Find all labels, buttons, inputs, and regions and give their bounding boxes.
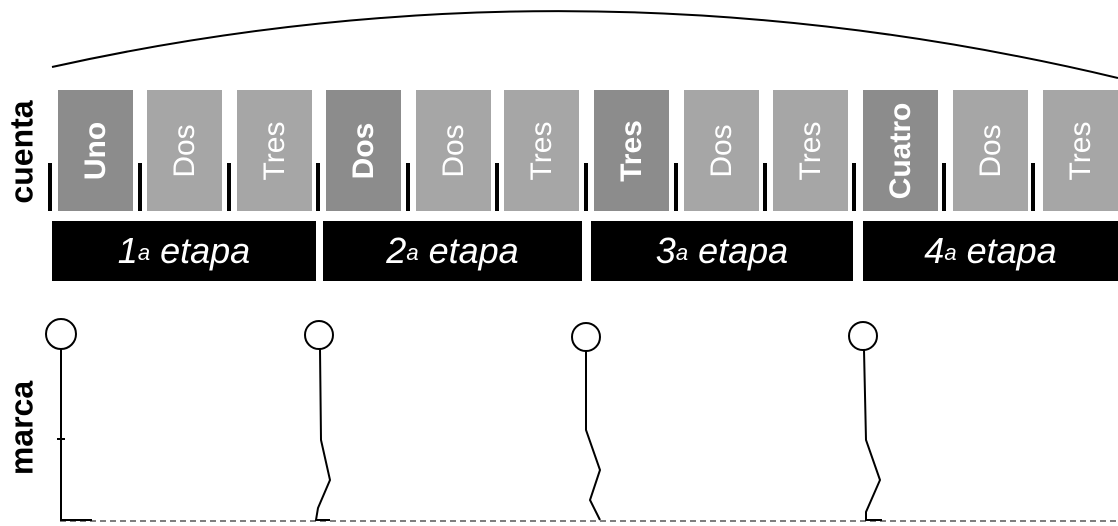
stage-word: etapa [428,230,519,271]
count-box-3: Tres [237,90,312,211]
count-text: Dos [436,123,470,178]
count-box-8: Dos [684,90,759,211]
beat-tick [852,163,856,211]
count-text: Dos [704,123,738,178]
count-box-11: Dos [953,90,1028,211]
count-text: Dos [167,123,201,178]
count-label: cuenta [3,100,40,204]
count-box-7: Tres [594,90,669,211]
rhythm-arc [51,10,1118,79]
count-box-9: Tres [773,90,848,211]
stage-word: etapa [160,230,251,271]
count-text: Dos [346,122,380,179]
marker-figure-2 [304,320,334,521]
count-box-4: Dos [326,90,401,211]
count-text: Tres [793,121,827,180]
count-text: Tres [614,119,648,182]
stage-ordinal: a [137,240,151,265]
stage-ordinal: a [944,240,957,265]
count-text: Cuatro [883,102,917,199]
marker-figure-3 [571,322,602,521]
beat-tick [316,163,320,211]
stage-number: 4 [924,230,945,271]
marker-figure-4 [848,321,882,521]
count-text: Tres [524,121,558,180]
stage-number: 2 [386,230,407,271]
stage-ordinal: a [675,240,689,265]
count-box-2: Dos [147,90,222,211]
stage-number: 3 [655,230,676,271]
beat-tick [674,163,678,211]
count-box-12: Tres [1043,90,1118,211]
marker-figure-1 [45,318,92,521]
beat-tick [1031,163,1035,211]
count-text: Dos [973,123,1007,178]
beat-tick [763,163,767,211]
count-text: Tres [257,121,291,180]
beat-tick [48,163,52,211]
count-text: Tres [1063,121,1097,180]
stage-number: 1 [117,230,138,271]
mark-label: marca [3,380,40,476]
stage-word: etapa [966,230,1057,271]
count-box-10: Cuatro [863,90,938,211]
beat-tick [495,163,499,211]
beat-tick [227,163,231,211]
count-box-5: Dos [416,90,491,211]
stage-word: etapa [698,230,789,271]
beat-tick [138,163,142,211]
beat-tick [406,163,410,211]
beat-tick [942,163,946,211]
beat-tick [584,163,588,211]
count-box-6: Tres [504,90,579,211]
count-text: Uno [78,121,112,180]
stage-ordinal: a [406,240,419,265]
count-box-1: Uno [58,90,133,211]
